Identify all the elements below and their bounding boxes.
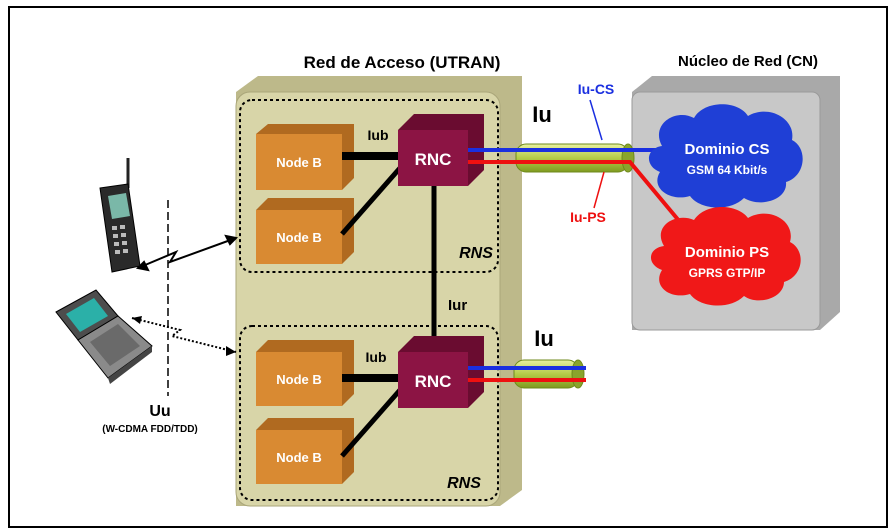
node-b-4: Node B xyxy=(256,418,354,484)
laptop-icon xyxy=(55,289,153,384)
node-b-1: Node B xyxy=(256,124,354,190)
svg-text:Node B: Node B xyxy=(276,230,322,245)
node-b-3: Node B xyxy=(256,340,354,406)
utran-title: Red de Acceso (UTRAN) xyxy=(304,53,501,72)
svg-text:Node B: Node B xyxy=(276,450,322,465)
svg-text:RNC: RNC xyxy=(415,372,452,391)
iu-ps-pointer xyxy=(593,171,605,209)
domain-ps-sub: GPRS GTP/IP xyxy=(689,266,766,280)
rnc-1: RNC xyxy=(398,114,484,186)
domain-ps-cloud: Dominio PS GPRS GTP/IP xyxy=(650,207,801,306)
iu-label-1: Iu xyxy=(532,102,552,127)
iub-link-4 xyxy=(340,388,402,458)
svg-text:Node B: Node B xyxy=(276,155,322,170)
uu-label: Uu xyxy=(149,403,170,420)
iu-cs-pointer xyxy=(589,99,603,141)
iub-link-2 xyxy=(340,166,402,236)
radio-link-phone xyxy=(135,234,239,272)
iu-label-2: Iu xyxy=(534,326,554,351)
radio-link-laptop xyxy=(131,316,237,356)
rns-label-2: RNS xyxy=(447,475,481,492)
rnc-2: RNC xyxy=(398,336,484,408)
domain-cs-sub: GSM 64 Kbit/s xyxy=(687,163,768,177)
core-title: Núcleo de Red (CN) xyxy=(678,53,818,70)
iu-ps-line-1 xyxy=(468,160,702,248)
iu-tube-2 xyxy=(513,359,585,389)
iu-ps-label: Iu-PS xyxy=(570,209,606,225)
svg-text:Node B: Node B xyxy=(276,372,322,387)
rns-box-2 xyxy=(239,325,499,501)
mobile-phone-icon xyxy=(99,158,141,273)
svg-text:RNC: RNC xyxy=(415,150,452,169)
domain-cs-cloud: Dominio CS GSM 64 Kbit/s xyxy=(648,104,803,208)
iub-label-2: Iub xyxy=(366,349,387,365)
node-b-2: Node B xyxy=(256,198,354,264)
rns-box-1 xyxy=(239,99,499,273)
iub-label-1: Iub xyxy=(368,127,389,143)
iu-cs-label: Iu-CS xyxy=(578,81,615,97)
iur-label: Iur xyxy=(448,297,467,314)
domain-ps-title: Dominio PS xyxy=(685,244,769,261)
uu-sub-label: (W-CDMA FDD/TDD) xyxy=(102,424,198,435)
rns-label-1: RNS xyxy=(459,245,493,262)
domain-cs-title: Dominio CS xyxy=(685,141,770,158)
